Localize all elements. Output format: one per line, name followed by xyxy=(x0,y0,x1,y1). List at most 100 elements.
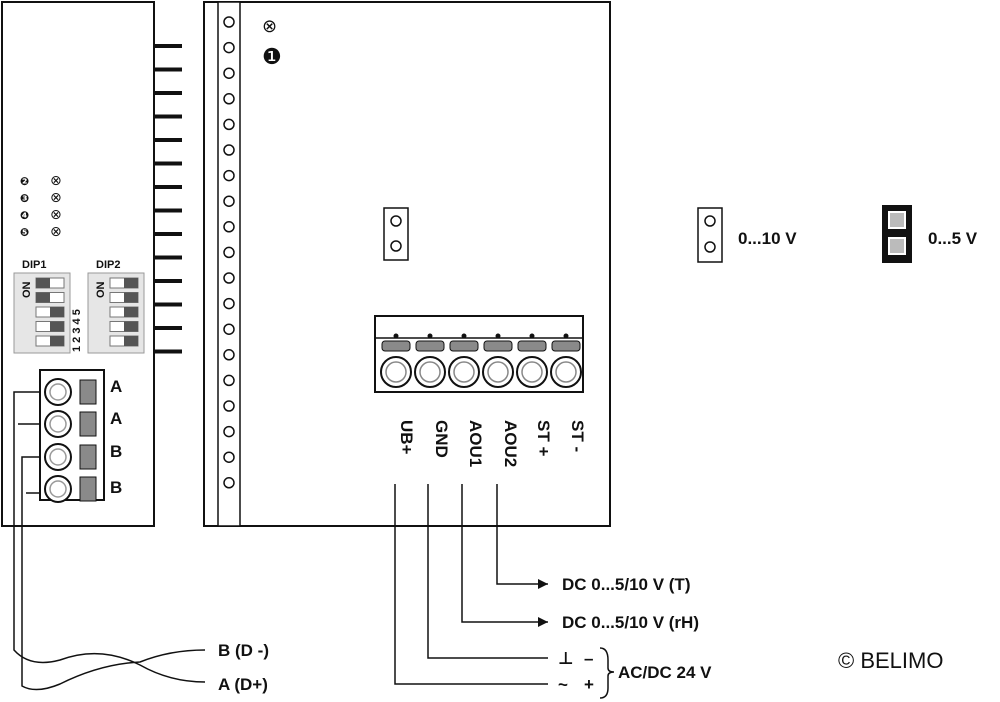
mounting-hole xyxy=(223,425,235,438)
brand-copyright: © BELIMO xyxy=(838,648,943,673)
header-pin xyxy=(154,91,182,95)
header-pin xyxy=(154,67,182,72)
mounting-hole xyxy=(223,400,235,412)
output-terminal-labels: UB+ GND AOU1 AOU2 ST + ST - xyxy=(397,420,587,467)
mounting-hole xyxy=(223,169,235,182)
jumper-closed-label: 0...5 V xyxy=(928,229,978,248)
terminal-label-stminus: ST - xyxy=(568,420,587,452)
header-pin xyxy=(154,279,182,283)
terminal-pin-dot xyxy=(427,333,433,339)
dip-switch-lever xyxy=(36,278,50,288)
status-number-1: ❶ xyxy=(262,44,282,69)
supply-brace xyxy=(599,647,615,699)
terminal-pin-dot xyxy=(461,333,467,339)
led-indicators: ❷ ❸ ❹ ❺ ⊗ ⊗ ⊗ ⊗ xyxy=(20,172,62,239)
bus-terminal-screw-inner xyxy=(49,383,67,401)
jumper-closed-pin xyxy=(888,211,906,229)
terminal-lever xyxy=(449,340,479,352)
terminal-clamp-inner xyxy=(555,361,577,383)
mounting-hole xyxy=(223,246,235,259)
bus-terminal-label-a1: A xyxy=(110,377,122,396)
mounting-hole xyxy=(223,323,235,335)
header-pin xyxy=(154,138,182,142)
jumper-legend: 0...10 V 0...5 V xyxy=(697,205,978,263)
bus-terminal-lever xyxy=(79,444,97,470)
mounting-hole xyxy=(223,67,235,79)
terminal-label-stplus: ST + xyxy=(534,420,553,456)
main-module: ⊗ ❶ UB+ GND AOU1 AOU2 ST + ST - xyxy=(203,1,611,527)
bus-terminal-lever xyxy=(79,476,97,502)
dip-switch-lever xyxy=(50,321,64,332)
jumper-open-pin xyxy=(704,241,716,253)
mounting-hole xyxy=(223,221,235,233)
dip-switch-lever xyxy=(124,307,138,317)
terminal-lever xyxy=(483,340,513,352)
mounting-hole xyxy=(223,195,235,207)
mounting-hole xyxy=(223,144,235,156)
supply-plus: + xyxy=(584,675,594,694)
terminal-lever xyxy=(381,340,411,352)
mounting-hole xyxy=(223,118,235,131)
header-pin xyxy=(154,114,182,119)
terminal-lever xyxy=(517,340,547,352)
bus-terminal-screw-inner xyxy=(49,480,67,498)
dip1-position-numbers: 1 2 3 4 5 xyxy=(71,309,83,352)
mounting-hole xyxy=(223,451,235,463)
gnd-wire xyxy=(427,484,548,659)
header-pin xyxy=(154,161,182,166)
led-number-2: ❷ xyxy=(20,176,29,188)
led-cross-icon: ⊗ xyxy=(50,189,62,205)
aou2-wire xyxy=(496,484,548,589)
mounting-hole xyxy=(223,297,235,310)
terminal-label-aou2: AOU2 xyxy=(501,420,520,467)
led-number-3: ❸ xyxy=(20,193,29,205)
header-pin xyxy=(154,349,182,354)
dip-switches xyxy=(35,277,139,347)
board-jumper-pin xyxy=(390,215,402,227)
terminal-pin-dot xyxy=(495,333,501,339)
bus-terminal-label-b1: B xyxy=(110,442,122,461)
bus-terminal-label-b2: B xyxy=(110,478,122,497)
terminal-clamp-inner xyxy=(521,361,543,383)
led-cross-icon: ⊗ xyxy=(50,223,62,239)
bus-module: ❷ ❸ ❹ ❺ ⊗ ⊗ ⊗ ⊗ DIP1 DIP2 ON ON 1 2 3 4 … xyxy=(1,1,182,527)
terminal-clamp-inner xyxy=(419,361,441,383)
header-pin xyxy=(154,326,182,330)
dip1-on-label: ON xyxy=(21,281,33,298)
header-pin xyxy=(154,44,182,48)
led-number-4: ❹ xyxy=(20,210,29,222)
bus-terminal-label-a2: A xyxy=(110,409,122,428)
board-jumper-pin xyxy=(390,240,402,252)
mounting-hole xyxy=(223,477,235,489)
mounting-hole xyxy=(223,93,235,105)
jumper-closed-pin xyxy=(888,237,906,255)
terminal-lever xyxy=(415,340,445,352)
status-cross-icon: ⊗ xyxy=(262,16,277,36)
aou1-wire xyxy=(461,484,548,627)
output-label-aou1: DC 0...5/10 V (rH) xyxy=(562,613,699,632)
terminal-label-ubplus: UB+ xyxy=(397,420,416,455)
header-pin xyxy=(154,232,182,236)
terminal-lever xyxy=(551,340,581,352)
dip-switch-lever xyxy=(36,292,50,303)
pin-header xyxy=(154,44,182,354)
bus-terminal-block xyxy=(39,369,105,503)
header-pin xyxy=(154,208,182,213)
jumper-open-label: 0...10 V xyxy=(738,229,797,248)
mounting-hole xyxy=(223,349,235,361)
dip-switch-lever xyxy=(50,336,64,346)
terminal-pin-dot xyxy=(393,333,399,339)
mounting-hole xyxy=(223,374,235,387)
bus-terminal-lever xyxy=(79,379,97,405)
bus-terminal-lever xyxy=(79,411,97,437)
terminal-pin-dot xyxy=(563,333,569,339)
jumper-open-pin xyxy=(704,215,716,227)
terminal-clamp-inner xyxy=(453,361,475,383)
terminal-clamp-inner xyxy=(487,361,509,383)
output-label-aou2: DC 0...5/10 V (T) xyxy=(562,575,690,594)
terminal-pin-dot xyxy=(529,333,535,339)
ubplus-wire xyxy=(394,484,548,685)
mounting-hole xyxy=(223,272,235,284)
dip-switch-lever xyxy=(124,336,138,346)
